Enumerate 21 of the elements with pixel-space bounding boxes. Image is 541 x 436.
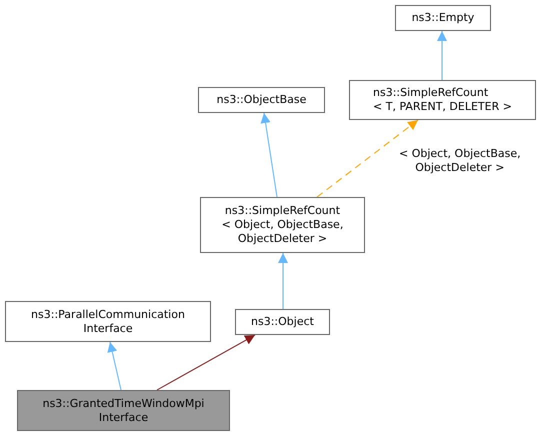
class-name: ns3::SimpleRefCount < T, PARENT, DELETER > (373, 86, 512, 114)
arrow (156, 334, 256, 390)
edge-label: < Object, ObjectBase, ObjectDeleter > (399, 147, 521, 175)
class-name: ns3::Empty (412, 11, 474, 25)
class-name: ns3::ParallelCommunication Interface (31, 308, 185, 336)
class-box (235, 309, 330, 335)
class-box (17, 390, 230, 431)
arrow (437, 30, 447, 80)
dashed-arrow (316, 120, 418, 198)
arrow (278, 252, 288, 310)
arrow (260, 112, 278, 198)
class-box (349, 80, 536, 120)
class-box (198, 87, 325, 113)
class-name: ns3::SimpleRefCount < Object, ObjectBase, ObjectDeleter > (222, 204, 344, 246)
class-box (200, 197, 365, 253)
class-name: ns3::Object (251, 315, 314, 329)
class-box (5, 301, 211, 342)
class-name: ns3::ObjectBase (216, 93, 306, 107)
class-name: ns3::GrantedTimeWindowMpi Interface (42, 396, 204, 424)
class-box (395, 5, 491, 31)
arrow (107, 342, 122, 390)
